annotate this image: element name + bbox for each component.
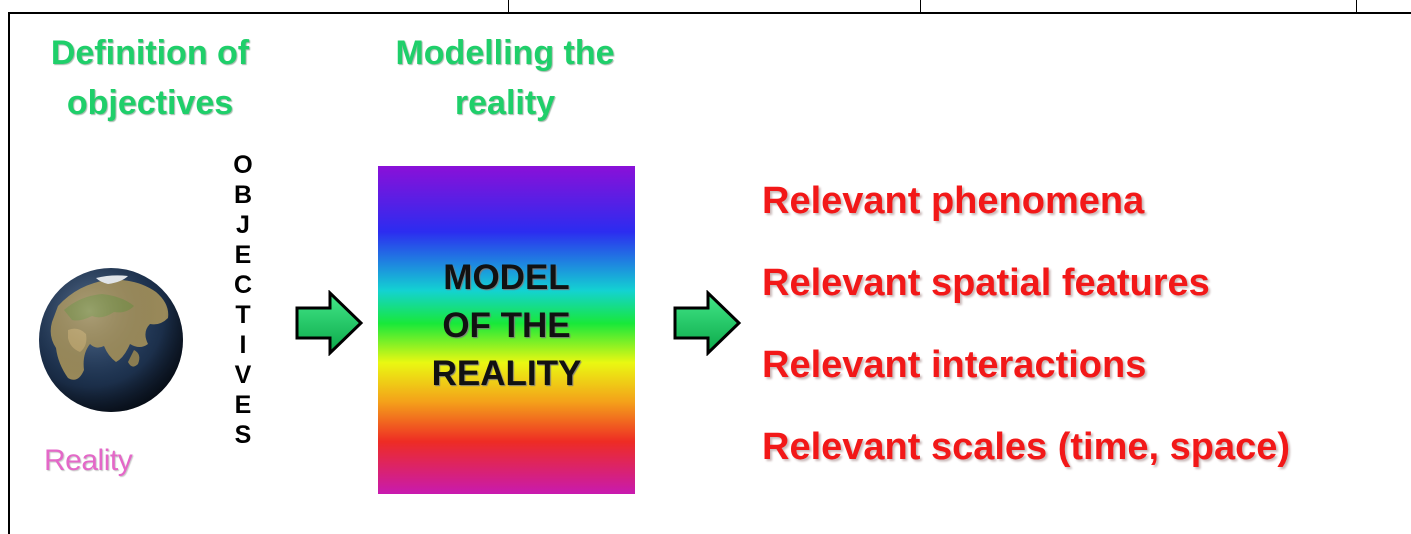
frame-top-border <box>8 12 1411 14</box>
objectives-letter: V <box>234 361 252 389</box>
frame-divider <box>508 0 509 12</box>
right-arrow-icon <box>673 290 742 356</box>
frame-left-border <box>8 12 10 534</box>
definition-of-objectives-heading: Definition of objectives <box>20 28 280 128</box>
model-text-line: REALITY <box>431 354 582 393</box>
frame-divider <box>920 0 921 12</box>
objectives-letter: T <box>235 301 251 329</box>
objectives-vertical-text: O B J E C T I V E S <box>228 150 258 450</box>
objectives-letter: J <box>236 211 250 239</box>
relevant-items-list: Relevant phenomena Relevant spatial feat… <box>762 160 1402 488</box>
globe-earth-icon <box>39 268 183 412</box>
objectives-letter: O <box>233 151 253 179</box>
reality-label: Reality <box>44 444 133 477</box>
relevant-phenomena-item: Relevant phenomena <box>762 180 1145 222</box>
model-of-reality-box: MODEL OF THE REALITY <box>378 166 635 494</box>
objectives-letter: S <box>234 421 252 449</box>
objectives-letter: C <box>233 271 253 299</box>
right-arrow-icon <box>295 290 364 356</box>
heading-line: Modelling the <box>395 34 615 72</box>
model-text-line: OF THE <box>442 306 571 345</box>
relevant-spatial-features-item: Relevant spatial features <box>762 262 1210 304</box>
heading-line: reality <box>454 84 556 122</box>
relevant-scales-item: Relevant scales (time, space) <box>762 426 1291 468</box>
heading-line: Definition of <box>50 34 250 72</box>
frame-divider <box>1356 0 1357 12</box>
objectives-letter: I <box>239 331 247 359</box>
objectives-letter: E <box>234 241 252 269</box>
model-text: MODEL OF THE REALITY <box>378 254 635 398</box>
model-text-line: MODEL <box>443 258 570 297</box>
relevant-interactions-item: Relevant interactions <box>762 344 1147 386</box>
heading-line: objectives <box>66 84 234 122</box>
objectives-letter: B <box>233 181 253 209</box>
objectives-letter: E <box>234 391 252 419</box>
modelling-the-reality-heading: Modelling the reality <box>360 28 650 128</box>
